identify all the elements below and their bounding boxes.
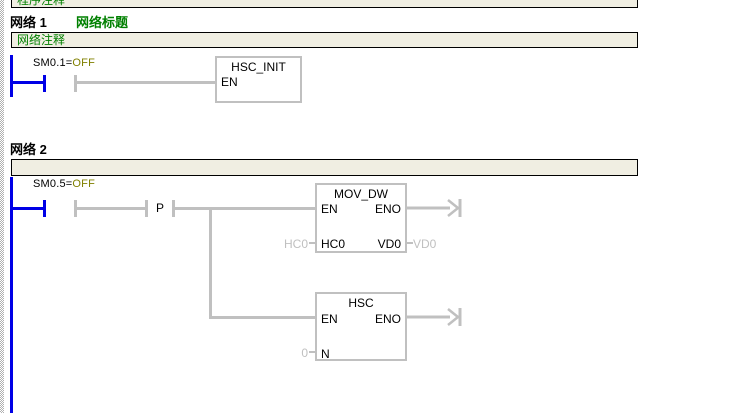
open-wire-arrow <box>407 308 462 326</box>
pin-output-out[interactable]: VD0 <box>377 237 401 251</box>
param-dash <box>407 242 413 244</box>
pin-eno: ENO <box>374 202 401 216</box>
contact-right-bar <box>74 75 77 92</box>
program-comment-bar[interactable]: 程序注释 <box>11 0 638 8</box>
function-box-hsc[interactable]: HSC EN ENO N <box>315 292 407 361</box>
wire-branch-to-hsc <box>212 316 315 319</box>
contact-left-bar <box>145 200 148 217</box>
positive-edge-contact[interactable]: P <box>145 200 175 217</box>
param-value-n: 0 <box>301 346 308 360</box>
network-2-label: 网络 2 <box>10 142 47 157</box>
pin-en: EN <box>321 312 338 326</box>
param-dash <box>309 351 315 353</box>
editor-gutter <box>0 0 4 413</box>
contact-address: SM0.5= <box>33 178 73 190</box>
pin-en: EN <box>221 75 238 89</box>
contact-left-bar <box>43 75 46 92</box>
box-title: HSC <box>348 296 374 310</box>
normally-open-contact-sm0_5[interactable] <box>43 200 77 217</box>
param-value-in: HC0 <box>283 237 308 251</box>
edge-contact-label: P <box>155 201 164 215</box>
param-value-out: VD0 <box>413 237 437 251</box>
box-title: HSC_INIT <box>231 60 286 74</box>
network-1-label: 网络 1 <box>10 15 47 30</box>
function-box-hsc-init[interactable]: HSC_INIT EN <box>215 56 302 103</box>
network-2-comment-bar[interactable] <box>11 159 638 176</box>
pin-eno: ENO <box>374 312 401 326</box>
box-title: MOV_DW <box>334 187 388 201</box>
branch-vertical-wire <box>209 207 212 319</box>
function-box-mov-dw[interactable]: MOV_DW EN ENO HC0 VD0 <box>315 183 407 253</box>
wire-rail-to-contact <box>13 81 43 84</box>
wire-rail-to-contact <box>13 207 43 210</box>
contact-right-bar <box>74 200 77 217</box>
wire-contact-to-box <box>77 81 215 84</box>
pin-input-in[interactable]: HC0 <box>321 237 346 251</box>
network-1-title[interactable]: 网络标题 <box>76 15 129 30</box>
pin-input-n[interactable]: N <box>321 347 330 361</box>
network-1-comment-bar[interactable]: 网络注释 <box>11 32 638 48</box>
contact-address: SM0.1= <box>33 57 73 69</box>
contact-operand-sm0_5[interactable]: SM0.5=OFF <box>33 178 95 190</box>
normally-open-contact-sm0_1[interactable] <box>43 75 77 92</box>
wire-edge-to-movdw <box>175 207 315 210</box>
contact-operand-sm0_1[interactable]: SM0.1=OFF <box>33 57 95 69</box>
contact-left-bar <box>43 200 46 217</box>
contact-state-value: OFF <box>72 57 96 69</box>
pin-en: EN <box>321 202 338 216</box>
contact-right-bar <box>172 200 175 217</box>
contact-state-value: OFF <box>72 178 96 190</box>
wire-contact-to-edge <box>77 207 145 210</box>
power-rail-network-1 <box>10 55 13 97</box>
power-rail-network-2 <box>10 177 13 413</box>
param-dash <box>309 242 315 244</box>
open-wire-arrow <box>407 199 462 217</box>
